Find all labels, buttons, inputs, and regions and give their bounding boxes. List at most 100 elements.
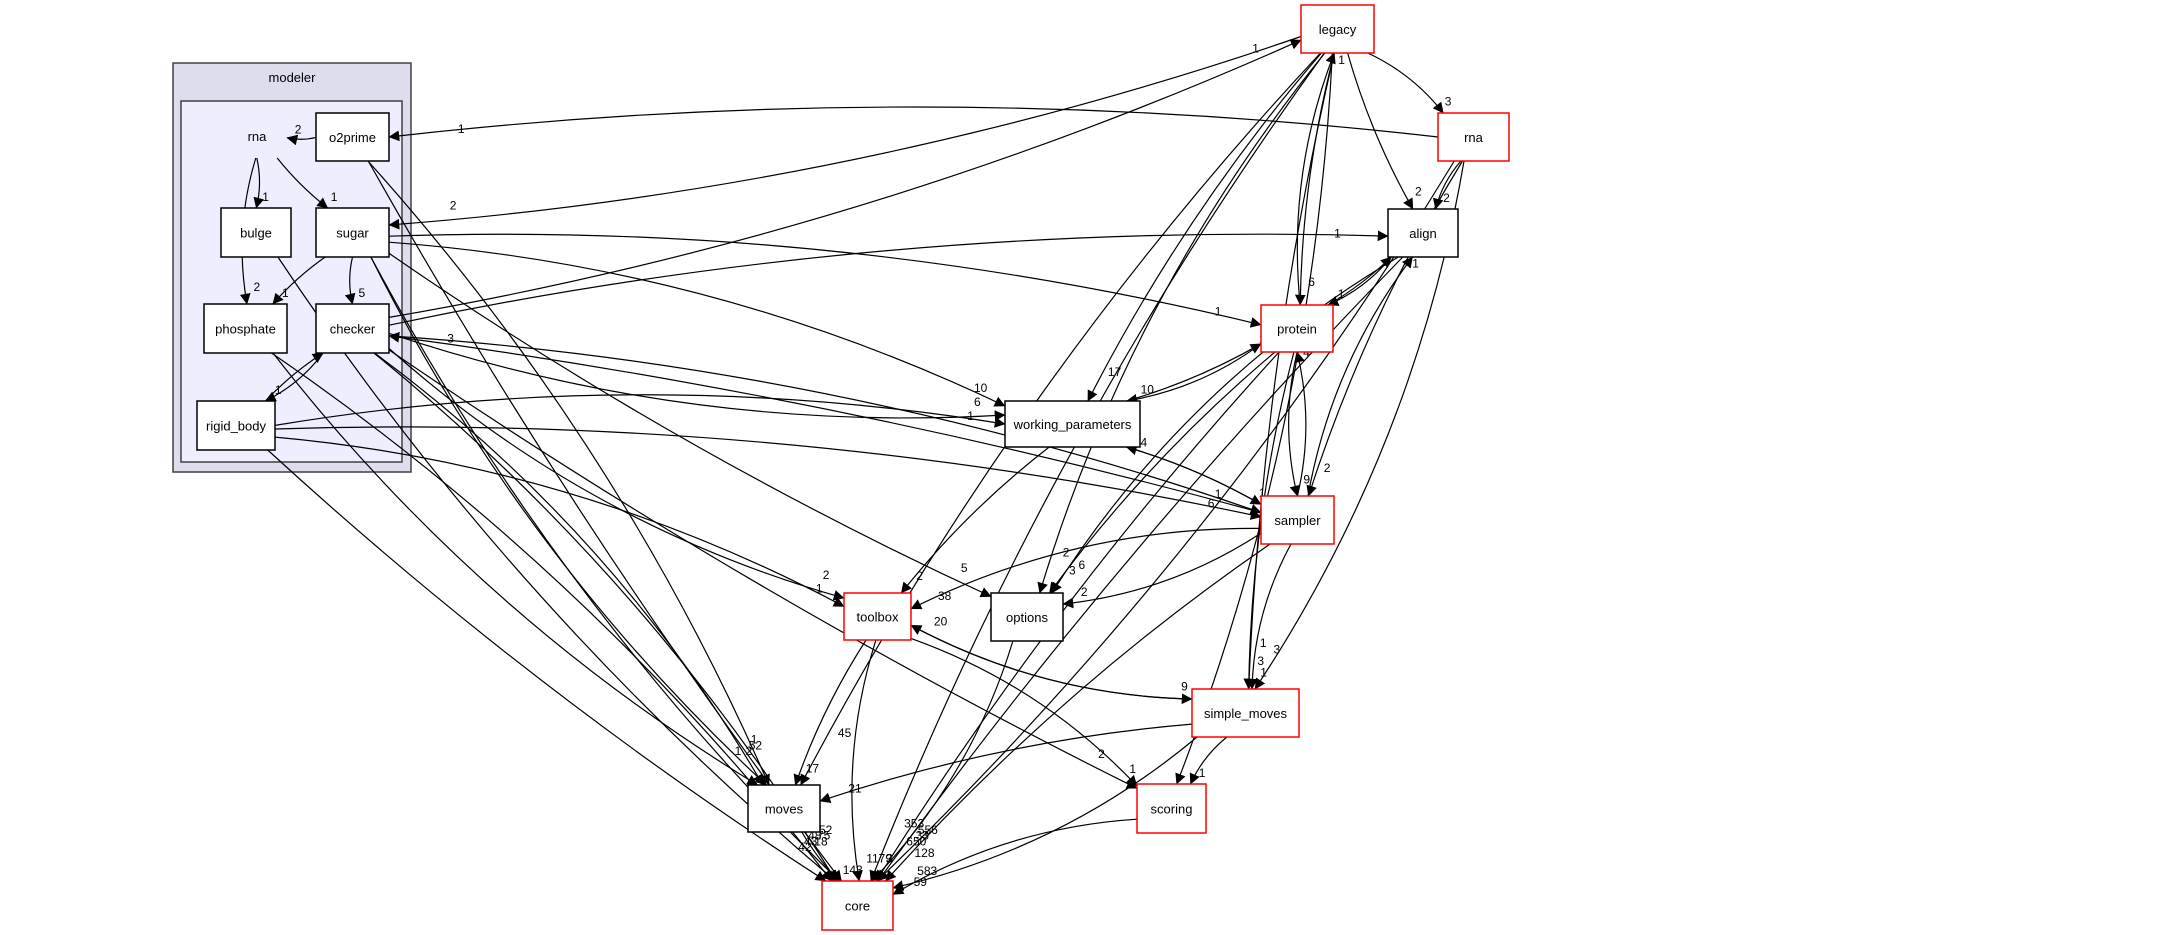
node-protein[interactable]: protein (1260, 304, 1334, 353)
edge-count-label[interactable]: 6 (974, 395, 981, 409)
edge-count-label[interactable]: 2 (916, 569, 923, 583)
edge-checker-to-toolbox[interactable] (388, 348, 845, 601)
edge-rna-dir-to-bulge[interactable] (253, 157, 265, 209)
edge-rna_ext-to-sampler[interactable] (1306, 160, 1464, 497)
edge-sugar-to-checker[interactable] (344, 256, 356, 305)
edge-rigid_body-to-sampler[interactable] (274, 426, 1262, 520)
edge-count-label[interactable]: 1 (331, 190, 338, 204)
edge-count-label[interactable]: 45 (838, 726, 852, 740)
edge-count-label[interactable]: 1 (1252, 42, 1259, 56)
edge-count-label[interactable]: 6 (1208, 497, 1215, 511)
edge-sampler-to-align[interactable] (1307, 256, 1413, 497)
edge-count-label[interactable]: 1 (458, 122, 465, 136)
edge-working_parameters-to-sampler[interactable] (1126, 446, 1262, 505)
edge-legacy-to-simple_moves[interactable] (1243, 52, 1335, 690)
node-o2prime[interactable]: o2prime (315, 112, 390, 162)
edge-count-label[interactable]: 2 (1098, 747, 1105, 761)
edge-count-label[interactable]: 17 (1108, 365, 1122, 379)
edge-count-label[interactable]: 1179 (866, 852, 892, 866)
edge-count-label[interactable]: 1 (816, 581, 823, 595)
edge-sampler-to-protein[interactable] (1294, 351, 1307, 497)
edge-count-label[interactable]: 1 (1412, 256, 1419, 270)
edge-count-label[interactable]: 1 (282, 286, 289, 300)
edge-count-label[interactable]: 2 (1443, 191, 1450, 205)
edge-count-label[interactable]: 128 (915, 846, 935, 860)
edge-count-label[interactable]: 20 (934, 615, 948, 629)
edge-legacy-to-core[interactable] (869, 52, 1325, 882)
edge-count-label[interactable]: 38 (938, 589, 952, 603)
edge-count-label[interactable]: 1 (1215, 305, 1222, 319)
edge-protein-to-options[interactable] (1049, 351, 1276, 594)
edge-scoring-to-core[interactable] (892, 818, 1138, 896)
edge-count-label[interactable]: 2 (450, 199, 457, 213)
edge-sugar-to-phosphate[interactable] (272, 256, 326, 305)
node-bulge[interactable]: bulge (220, 207, 292, 258)
edge-rna-dir-to-sugar[interactable] (276, 157, 329, 209)
edge-simple_moves-to-scoring[interactable] (1189, 736, 1228, 785)
edge-count-label[interactable]: 6 (1308, 275, 1315, 289)
edge-sugar-to-working_parameters[interactable] (388, 241, 1006, 407)
node-core[interactable]: core (821, 880, 894, 931)
edge-count-label[interactable]: 1 (751, 733, 758, 747)
node-simple_moves[interactable]: simple_moves (1191, 688, 1300, 738)
edge-count-label[interactable]: 6 (1079, 558, 1086, 572)
edge-count-label[interactable]: 42 (798, 840, 812, 854)
edge-count-label[interactable]: 4 (1141, 435, 1148, 449)
edge-count-label[interactable]: 3 (886, 852, 893, 866)
edge-rigid_body-to-core[interactable] (267, 449, 827, 882)
edge-count-label[interactable]: 1 (1129, 762, 1136, 776)
edge-count-label[interactable]: 3 (1274, 642, 1281, 656)
edge-count-label[interactable]: 353 (904, 816, 924, 830)
edge-rigid_body-to-checker[interactable] (264, 352, 324, 402)
edge-count-label[interactable]: 1 (1215, 487, 1222, 501)
edge-count-label[interactable]: 3 (1069, 564, 1076, 578)
edge-count-label[interactable]: 1 (967, 409, 974, 423)
edge-count-label[interactable]: 9 (1303, 472, 1310, 486)
edge-count-label[interactable]: 2 (1324, 461, 1331, 475)
edge-count-label[interactable]: 3 (1257, 654, 1264, 668)
edge-count-label[interactable]: 2 (746, 744, 753, 758)
edge-rna_ext-to-core[interactable] (876, 160, 1455, 882)
edge-o2prime-to-moves[interactable] (367, 160, 770, 786)
edge-sampler-to-core[interactable] (885, 543, 1271, 882)
edge-align-to-protein[interactable] (1327, 256, 1392, 306)
edge-count-label[interactable]: 52 (749, 738, 763, 752)
edge-sugar-to-moves[interactable] (370, 256, 767, 786)
edge-count-label[interactable]: 5 (359, 286, 366, 300)
edge-count-label[interactable]: 1 (1259, 486, 1266, 500)
edge-sampler-to-options[interactable] (1062, 532, 1262, 609)
edge-checker-to-align[interactable] (388, 230, 1389, 326)
edge-checker-to-legacy[interactable] (388, 39, 1302, 318)
edge-count-label[interactable]: 1 (275, 383, 282, 397)
edge-legacy-to-sugar[interactable] (388, 35, 1302, 230)
node-rna_ext[interactable]: rna (1437, 112, 1510, 162)
edge-count-label[interactable]: 10 (1141, 383, 1155, 397)
edge-count-label[interactable]: 10 (974, 381, 988, 395)
node-sugar[interactable]: sugar (315, 207, 390, 258)
node-working_parameters[interactable]: working_parameters (1004, 400, 1141, 448)
edge-o2prime-to-rna-dir[interactable] (286, 134, 317, 146)
edge-count-label[interactable]: 2 (1081, 585, 1088, 599)
node-scoring[interactable]: scoring (1136, 783, 1207, 834)
node-legacy[interactable]: legacy (1300, 4, 1375, 54)
edge-legacy-to-options[interactable] (1037, 52, 1326, 594)
edge-sugar-to-options[interactable] (388, 252, 992, 598)
edge-count-label[interactable]: 1 (735, 744, 742, 758)
node-phosphate[interactable]: phosphate (203, 303, 288, 354)
edge-toolbox-to-moves[interactable] (793, 639, 867, 786)
edge-protein-to-working_parameters[interactable] (1126, 343, 1262, 405)
edge-count-label[interactable]: 2 (1063, 546, 1070, 560)
edge-count-label[interactable]: 556 (918, 823, 938, 837)
edge-working_parameters-to-toolbox[interactable] (900, 446, 1050, 594)
edge-legacy-to-working_parameters[interactable] (1087, 52, 1322, 402)
edge-legacy-to-rna_ext[interactable] (1367, 52, 1444, 114)
edge-count-label[interactable]: 9 (1181, 680, 1188, 694)
node-options[interactable]: options (990, 592, 1064, 642)
edge-protein-to-sampler[interactable] (1288, 351, 1301, 497)
edge-count-label[interactable]: 21 (848, 781, 862, 795)
edge-rna_ext-to-o2prime[interactable] (388, 106, 1439, 142)
edge-count-label[interactable]: 2 (254, 280, 261, 294)
edge-align-to-options[interactable] (1051, 256, 1399, 594)
edge-legacy-to-protein[interactable] (1294, 52, 1335, 306)
edge-count-label[interactable]: 1 (1260, 665, 1267, 679)
